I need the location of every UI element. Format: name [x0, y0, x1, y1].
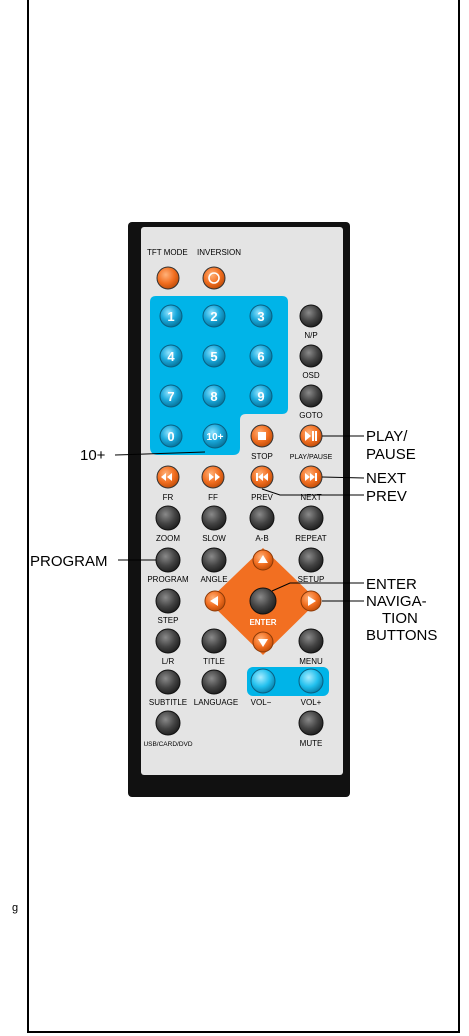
- key-9-label: 9: [257, 389, 264, 404]
- callout-navigation-line2: TION: [382, 610, 418, 627]
- key-8-label: 8: [210, 389, 217, 404]
- ab-label: A-B: [255, 534, 268, 543]
- inversion-button[interactable]: [203, 267, 225, 289]
- goto-button[interactable]: [300, 385, 322, 407]
- tft-mode-label: TFT MODE: [147, 248, 188, 257]
- lr-label: L/R: [162, 657, 175, 666]
- next-label: NEXT: [300, 493, 321, 502]
- key-5-label: 5: [210, 349, 217, 364]
- callout-next: NEXT: [366, 470, 406, 487]
- program-label: PROGRAM: [147, 575, 189, 584]
- np-button[interactable]: [300, 305, 322, 327]
- key-10-plus-label: 10+: [207, 432, 224, 443]
- callout-navigation-line3: BUTTONS: [366, 627, 437, 644]
- key-4-label: 4: [167, 349, 175, 364]
- vol-plus-label: VOL+: [301, 698, 322, 707]
- ff-label: FF: [208, 493, 218, 502]
- angle-label: ANGLE: [200, 575, 227, 584]
- step-button[interactable]: [156, 589, 180, 613]
- stop-icon: [258, 432, 266, 440]
- enter-button[interactable]: [250, 588, 276, 614]
- lr-button[interactable]: [156, 629, 180, 653]
- usb-card-dvd-label: USB/CARD/DVD: [143, 741, 192, 748]
- np-label: N/P: [304, 331, 317, 340]
- key-3-label: 3: [257, 309, 264, 324]
- callout-program: PROGRAM: [30, 553, 108, 570]
- goto-label: GOTO: [299, 411, 322, 420]
- vol-minus-label: VOL−: [251, 698, 272, 707]
- menu-label: MENU: [299, 657, 323, 666]
- ab-button[interactable]: [250, 506, 274, 530]
- fr-label: FR: [163, 493, 174, 502]
- callout-enter: ENTER: [366, 576, 417, 593]
- zoom-button[interactable]: [156, 506, 180, 530]
- step-label: STEP: [158, 616, 179, 625]
- repeat-label: REPEAT: [295, 534, 327, 543]
- callout-navigation-line1: NAVIGA-: [366, 593, 427, 610]
- play-pause-label: PLAY/PAUSE: [290, 454, 333, 461]
- key-2-label: 2: [210, 309, 217, 324]
- slow-button[interactable]: [202, 506, 226, 530]
- mute-button[interactable]: [299, 711, 323, 735]
- vol-minus-button[interactable]: [251, 669, 275, 693]
- callout-play-pause-line1: PLAY/: [366, 428, 408, 445]
- title-label: TITLE: [203, 657, 225, 666]
- prev-label: PREV: [251, 493, 273, 502]
- subtitle-label: SUBTITLE: [149, 698, 187, 707]
- language-label: LANGUAGE: [194, 698, 238, 707]
- key-0-label: 0: [167, 429, 174, 444]
- mute-label: MUTE: [300, 739, 323, 748]
- callout-prev: PREV: [366, 488, 407, 505]
- inversion-label: INVERSION: [197, 248, 241, 257]
- language-button[interactable]: [202, 670, 226, 694]
- angle-button[interactable]: [202, 548, 226, 572]
- osd-label: OSD: [302, 371, 320, 380]
- callout-10-plus: 10+: [80, 447, 106, 464]
- callout-play-pause-line2: PAUSE: [366, 446, 416, 463]
- vol-plus-button[interactable]: [299, 669, 323, 693]
- repeat-button[interactable]: [299, 506, 323, 530]
- key-1-label: 1: [167, 309, 174, 324]
- stop-label: STOP: [251, 452, 273, 461]
- menu-button[interactable]: [299, 629, 323, 653]
- enter-label: ENTER: [249, 618, 276, 627]
- subtitle-button[interactable]: [156, 670, 180, 694]
- setup-button[interactable]: [299, 548, 323, 572]
- key-7-label: 7: [167, 389, 174, 404]
- program-button[interactable]: [156, 548, 180, 572]
- zoom-label: ZOOM: [156, 534, 180, 543]
- slow-label: SLOW: [202, 534, 226, 543]
- usb-card-dvd-button[interactable]: [156, 711, 180, 735]
- title-button[interactable]: [202, 629, 226, 653]
- tft-mode-button[interactable]: [157, 267, 179, 289]
- key-6-label: 6: [257, 349, 264, 364]
- osd-button[interactable]: [300, 345, 322, 367]
